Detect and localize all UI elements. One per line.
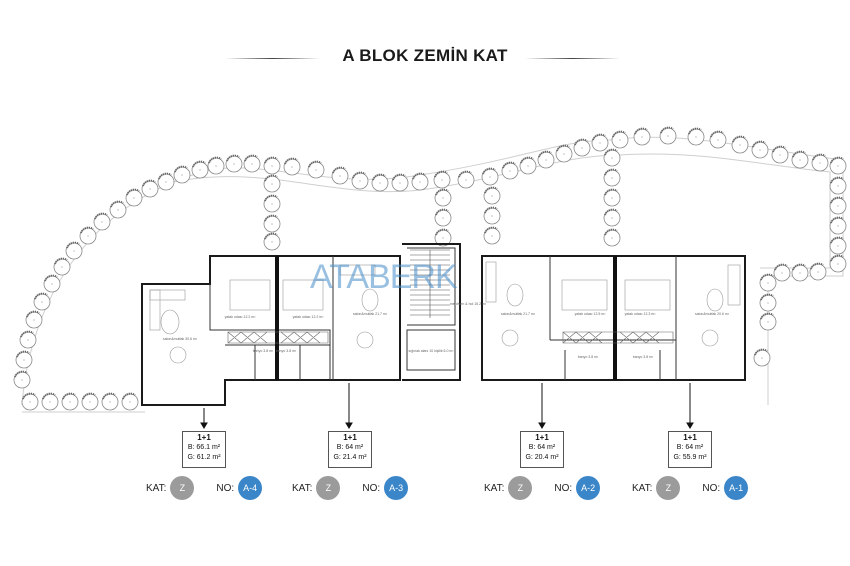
unit-type: 1+1 <box>343 433 357 442</box>
floor-badge: Z <box>656 476 681 500</box>
floor-badge: Z <box>508 476 533 500</box>
unit-gross-area: B: 64 m² <box>676 444 704 451</box>
unit-number-badge[interactable]: A-1 <box>724 476 749 500</box>
party-wall <box>275 256 279 380</box>
wardrobe <box>227 331 674 344</box>
room-label: yatak odası 12.2 m² <box>293 315 325 319</box>
room-label: banyo 3.8 m² <box>276 349 297 353</box>
title-line-left <box>225 58 320 59</box>
unit-number-badge[interactable]: A-2 <box>576 476 601 500</box>
unit-garden-area: G: 61.2 m² <box>187 454 221 461</box>
unit-garden-area: G: 20.4 m² <box>525 454 559 461</box>
room-label: yatak odası 12.5 m² <box>575 312 607 316</box>
title-bar: A BLOK ZEMİN KAT <box>0 44 850 74</box>
room-label: merdiven & hol 15.2 m² <box>450 302 487 306</box>
no-label: NO: <box>702 482 721 494</box>
no-label: NO: <box>216 482 235 494</box>
kat-label: KAT: <box>146 482 167 494</box>
unit-info-box: 1+1 B: 64 m² G: 20.4 m² <box>520 431 564 468</box>
unit-kat-no-row: KAT: Z NO: A-4 <box>146 475 263 501</box>
unit-garden-area: G: 55.9 m² <box>673 454 707 461</box>
room-labels: salon&mutfak 30.6 m² yatak odası 12.2 m²… <box>163 302 730 359</box>
unit-info-box: 1+1 B: 64 m² G: 55.9 m² <box>668 431 712 468</box>
floor-badge: Z <box>170 476 195 500</box>
unit-number-badge[interactable]: A-4 <box>238 476 263 500</box>
kat-label: KAT: <box>484 482 505 494</box>
entry-arrows <box>200 383 694 429</box>
room-label: banyo 3.8 m² <box>633 355 654 359</box>
unit-kat-no-row: KAT: Z NO: A-3 <box>292 475 409 501</box>
staircase <box>410 249 450 318</box>
unit-gross-area: B: 64 m² <box>528 444 556 451</box>
kat-label: KAT: <box>632 482 653 494</box>
room-label: yatak odası 12.2 m² <box>225 315 257 319</box>
unit-number-badge[interactable]: A-3 <box>384 476 409 500</box>
room-label: banyo 3.8 m² <box>578 355 599 359</box>
unit-gross-area: B: 66.1 m² <box>187 444 221 451</box>
unit-gross-area: B: 64 m² <box>336 444 364 451</box>
unit-type: 1+1 <box>683 433 697 442</box>
no-label: NO: <box>554 482 573 494</box>
page-title: A BLOK ZEMİN KAT <box>342 46 508 65</box>
no-label: NO: <box>362 482 381 494</box>
unit-info-box: 1+1 B: 66.1 m² G: 61.2 m² <box>182 431 226 468</box>
watermark-logo: ATABERK <box>310 258 458 296</box>
unit-kat-no-row: KAT: Z NO: A-1 <box>632 475 749 501</box>
unit-garden-area: G: 21.4 m² <box>333 454 367 461</box>
party-wall <box>613 256 617 380</box>
unit-type: 1+1 <box>197 433 211 442</box>
floor-badge: Z <box>316 476 341 500</box>
room-label: salon&mutfak 20.6 m² <box>695 312 730 316</box>
kat-label: KAT: <box>292 482 313 494</box>
title-line-right <box>525 58 620 59</box>
unit-type: 1+1 <box>535 433 549 442</box>
unit-info-box: 1+1 B: 64 m² G: 21.4 m² <box>328 431 372 468</box>
room-label: salon&mutfak 30.6 m² <box>163 337 198 341</box>
unit-kat-no-row: KAT: Z NO: A-2 <box>484 475 601 501</box>
room-label: sığınak alanı 10 kişilik 6.0 m² <box>409 349 455 353</box>
room-label: salon&mutfak 21.7 m² <box>353 312 388 316</box>
furniture <box>149 261 741 364</box>
room-label: yatak odası 12.3 m² <box>625 312 657 316</box>
room-label: salon&mutfak 21.7 m² <box>501 312 536 316</box>
room-label: banyo 3.8 m² <box>253 349 274 353</box>
building-walls <box>141 243 746 406</box>
